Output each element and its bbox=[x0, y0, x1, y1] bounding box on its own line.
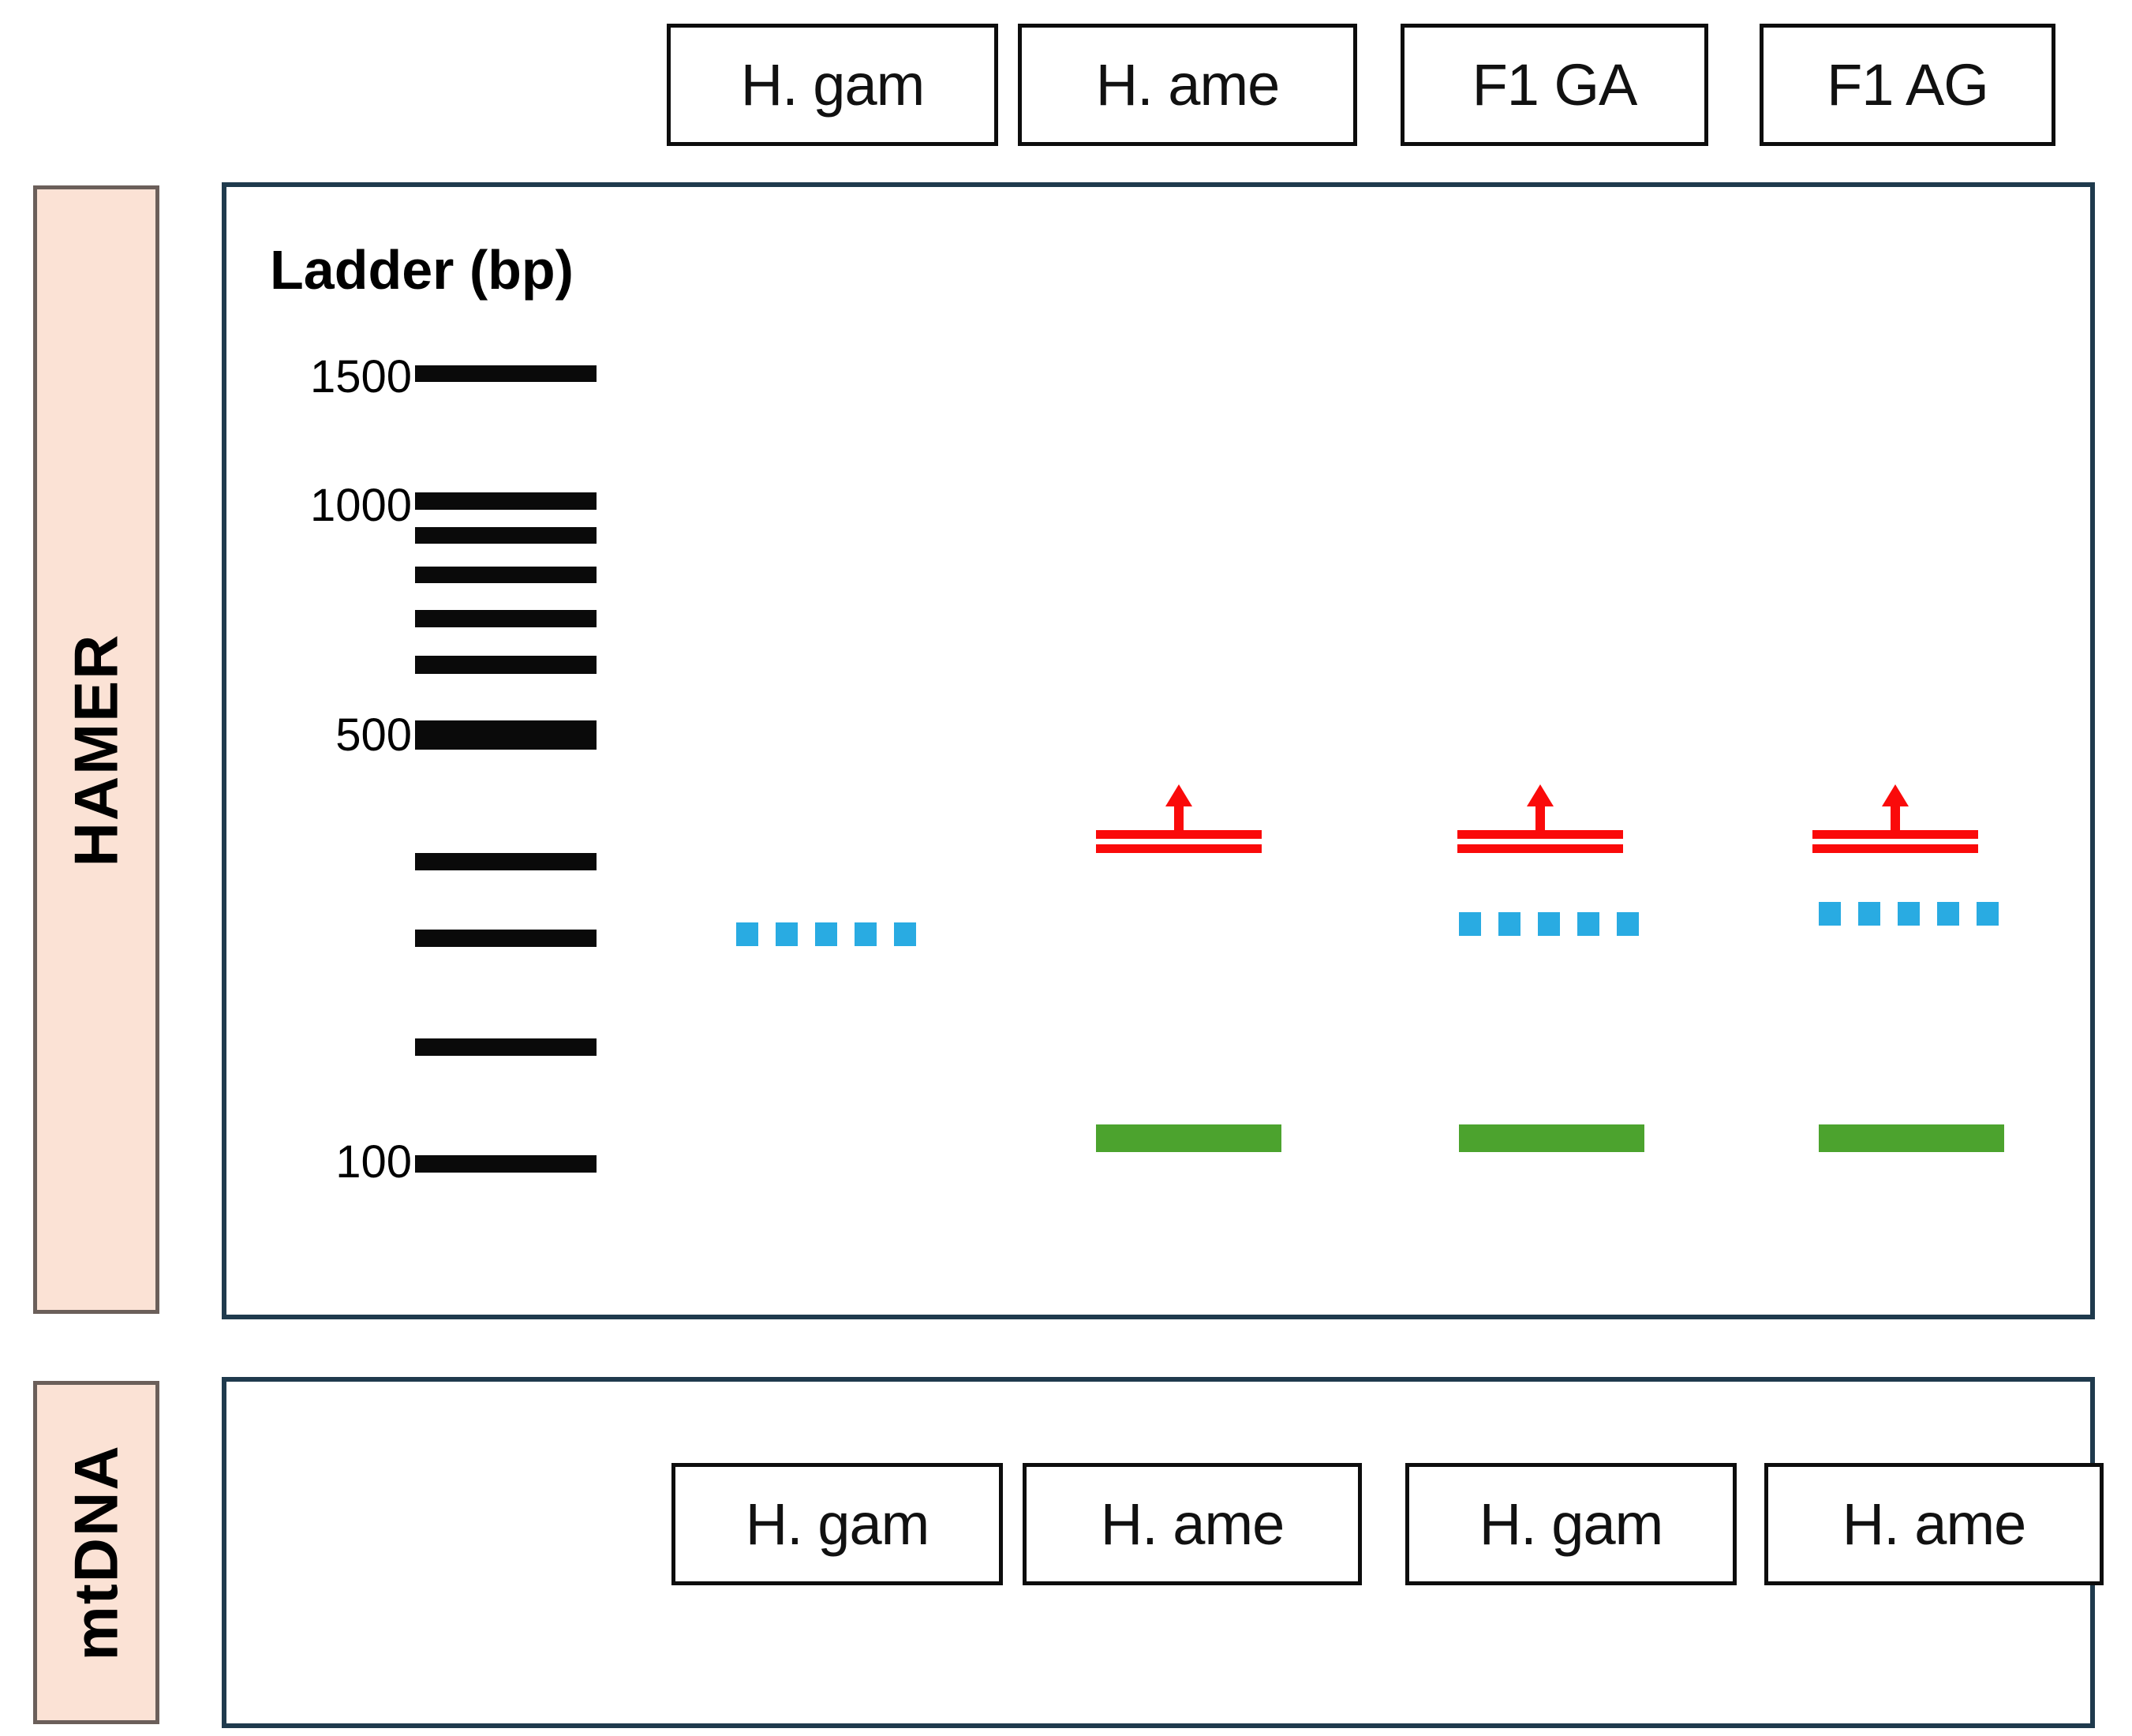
lane3-blue-dashed-band bbox=[1459, 912, 1639, 936]
ladder-band-500 bbox=[415, 720, 597, 750]
red-band-lower bbox=[1812, 844, 1978, 853]
ladder-band-900 bbox=[415, 527, 597, 544]
top-label-f1-ag[interactable]: F1 AG bbox=[1760, 24, 2055, 146]
mtdna-gel-panel: H. gam H. ame H. gam H. ame bbox=[222, 1377, 2104, 1728]
ladder-label-500: 500 bbox=[335, 709, 412, 761]
bottom-label-text: H. ame bbox=[1100, 1491, 1285, 1557]
lane3-red-band-group bbox=[1457, 784, 1623, 853]
ladder-label-100: 100 bbox=[335, 1136, 412, 1188]
ladder-label-1500: 1500 bbox=[309, 351, 412, 402]
red-arrow-head-icon bbox=[1165, 784, 1192, 806]
red-band-lower bbox=[1096, 844, 1262, 853]
lane4-red-band-group bbox=[1812, 784, 1978, 853]
side-tab-label: mtDNA bbox=[61, 1444, 131, 1661]
red-arrow-stem bbox=[1891, 805, 1900, 835]
lane2-red-band-group bbox=[1096, 784, 1262, 853]
blue-dash-segment bbox=[1617, 912, 1639, 936]
red-band-upper bbox=[1096, 830, 1262, 839]
bottom-label-h-ame-2[interactable]: H. ame bbox=[1764, 1463, 2104, 1585]
top-label-text: F1 AG bbox=[1827, 51, 1989, 118]
blue-dash-segment bbox=[815, 922, 837, 946]
hamer-gel-panel: Ladder (bp) 1500 1000 500 100 bbox=[222, 182, 2095, 1319]
top-label-f1-ga[interactable]: F1 GA bbox=[1401, 24, 1708, 146]
blue-dash-segment bbox=[1937, 902, 1959, 926]
blue-dash-segment bbox=[1858, 902, 1880, 926]
ladder-band-400 bbox=[415, 853, 597, 870]
blue-dash-segment bbox=[894, 922, 916, 946]
ladder-band-1500 bbox=[415, 365, 597, 382]
top-label-text: F1 GA bbox=[1472, 51, 1638, 118]
lane2-green-band bbox=[1096, 1124, 1281, 1152]
bottom-label-h-ame-1[interactable]: H. ame bbox=[1023, 1463, 1362, 1585]
ladder-band-1000 bbox=[415, 492, 597, 510]
red-arrow-head-icon bbox=[1882, 784, 1909, 806]
ladder-band-600 bbox=[415, 656, 597, 674]
blue-dash-segment bbox=[1538, 912, 1560, 936]
red-band-upper bbox=[1812, 830, 1978, 839]
side-tab-hamer[interactable]: HAMER bbox=[33, 185, 159, 1314]
blue-dash-segment bbox=[855, 922, 877, 946]
red-arrow-head-icon bbox=[1527, 784, 1554, 806]
blue-dash-segment bbox=[1498, 912, 1520, 936]
top-label-h-gam[interactable]: H. gam bbox=[667, 24, 998, 146]
blue-dash-segment bbox=[1898, 902, 1920, 926]
ladder-band-300 bbox=[415, 930, 597, 947]
red-band-lower bbox=[1457, 844, 1623, 853]
bottom-label-text: H. gam bbox=[1479, 1491, 1664, 1557]
side-tab-label: HAMER bbox=[61, 633, 131, 866]
ladder-title: Ladder (bp) bbox=[270, 239, 574, 301]
blue-dash-segment bbox=[1577, 912, 1599, 936]
ladder-band-700 bbox=[415, 610, 597, 627]
ladder-label-1000: 1000 bbox=[309, 480, 412, 531]
ladder-band-100 bbox=[415, 1155, 597, 1173]
red-arrow-stem bbox=[1535, 805, 1545, 835]
top-label-text: H. ame bbox=[1095, 51, 1281, 118]
red-arrow-stem bbox=[1174, 805, 1184, 835]
blue-dash-segment bbox=[776, 922, 798, 946]
top-label-h-ame[interactable]: H. ame bbox=[1018, 24, 1357, 146]
blue-dash-segment bbox=[1459, 912, 1481, 936]
side-tab-mtdna[interactable]: mtDNA bbox=[33, 1381, 159, 1724]
ladder-band-800 bbox=[415, 567, 597, 583]
lane1-blue-dashed-band bbox=[736, 922, 916, 946]
blue-dash-segment bbox=[1977, 902, 1999, 926]
lane4-blue-dashed-band bbox=[1819, 902, 1999, 926]
bottom-label-h-gam-2[interactable]: H. gam bbox=[1405, 1463, 1737, 1585]
bottom-label-text: H. ame bbox=[1842, 1491, 2027, 1557]
blue-dash-segment bbox=[736, 922, 758, 946]
lane3-green-band bbox=[1459, 1124, 1644, 1152]
ladder-band-200 bbox=[415, 1038, 597, 1056]
red-band-upper bbox=[1457, 830, 1623, 839]
lane4-green-band bbox=[1819, 1124, 2004, 1152]
bottom-label-h-gam-1[interactable]: H. gam bbox=[671, 1463, 1003, 1585]
bottom-label-text: H. gam bbox=[745, 1491, 930, 1557]
top-label-text: H. gam bbox=[740, 51, 926, 118]
blue-dash-segment bbox=[1819, 902, 1841, 926]
